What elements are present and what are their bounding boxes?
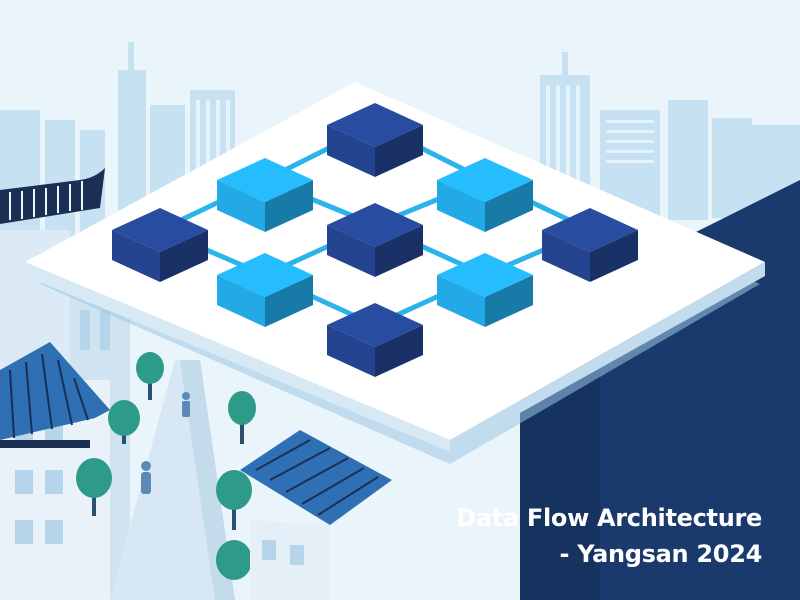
hanok-roof-icon: [0, 342, 110, 448]
tree-icon: [76, 352, 256, 580]
pedestrian-icon: [141, 392, 190, 494]
network-node-icon: [542, 208, 638, 282]
caption-line-2: - Yangsan 2024: [559, 540, 763, 568]
network-nodes: [112, 103, 638, 377]
network-node-icon: [217, 158, 313, 232]
caption-line-1: Data Flow Architecture: [456, 504, 762, 532]
network-node-icon: [437, 158, 533, 232]
network-node-icon: [327, 103, 423, 177]
hanok-roof-icon: [240, 430, 392, 600]
caption-title: Data Flow Architecture - Yangsan 2024: [402, 500, 762, 572]
hanok-roof-icon: [0, 168, 105, 224]
network-node-icon: [437, 253, 533, 327]
network-node-icon: [112, 208, 208, 282]
network-node-icon: [327, 303, 423, 377]
network-node-icon: [217, 253, 313, 327]
network-node-icon: [327, 203, 423, 277]
